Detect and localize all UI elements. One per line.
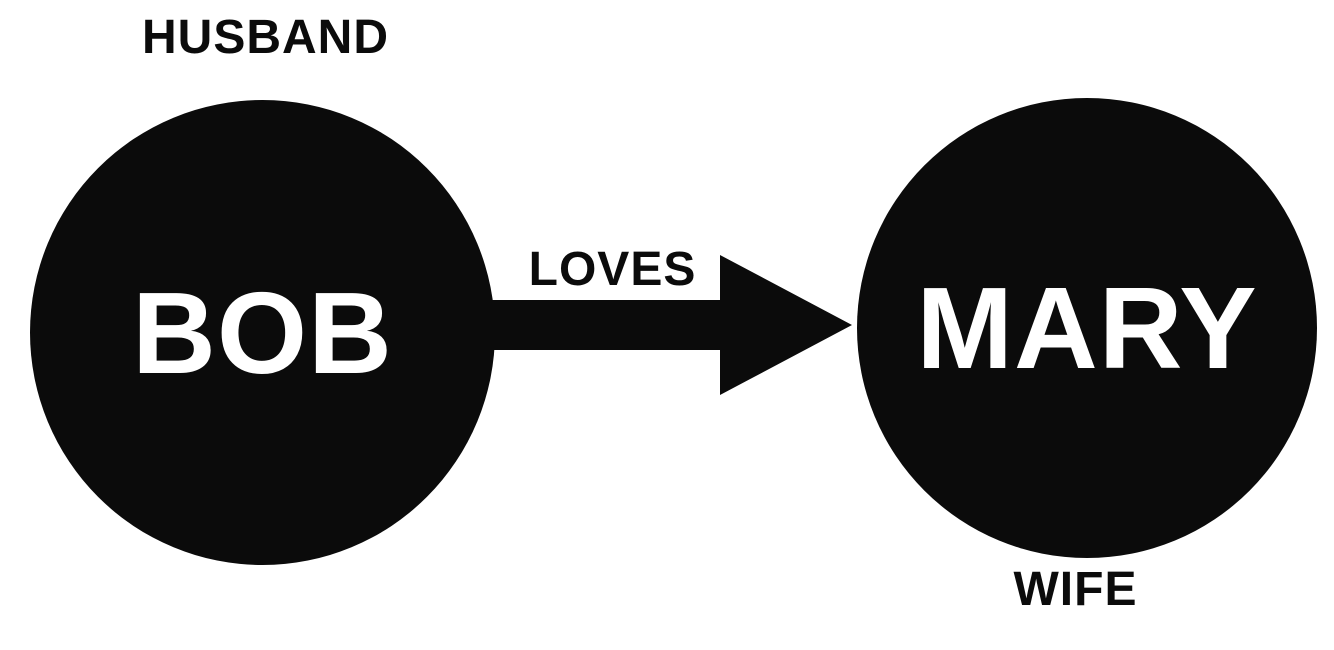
loves-arrow	[490, 255, 852, 395]
mary-node-label: MARY	[916, 263, 1258, 393]
husband-role-label: HUSBAND	[142, 11, 389, 64]
bob-node-label: BOB	[132, 267, 393, 398]
mary-node: MARY	[857, 98, 1317, 558]
loves-edge-label: LOVES	[528, 243, 697, 296]
bob-node: BOB	[30, 100, 495, 565]
arrow-shape	[490, 255, 852, 395]
wife-role-label: WIFE	[1013, 563, 1138, 616]
